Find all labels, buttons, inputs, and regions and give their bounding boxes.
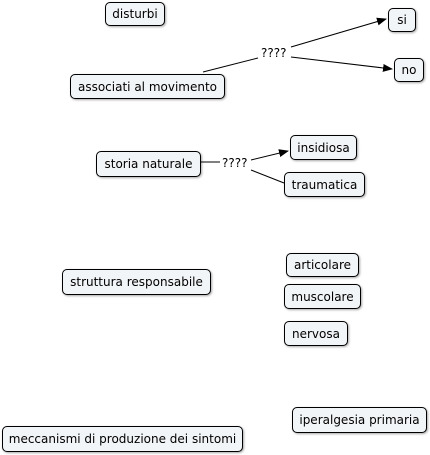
node-meccanismi-di-produzione[interactable]: meccanismi di produzione dei sintomi (2, 426, 243, 452)
node-muscolare[interactable]: muscolare (284, 284, 361, 309)
node-associati-al-movimento[interactable]: associati al movimento (70, 74, 225, 99)
node-storia-naturale[interactable]: storia naturale (96, 151, 201, 177)
node-articolare[interactable]: articolare (286, 253, 359, 277)
node-struttura-responsabile[interactable]: struttura responsabile (62, 269, 211, 295)
link-label-to-traumatica (250, 169, 285, 184)
node-traumatica[interactable]: traumatica (284, 172, 365, 197)
link-label-storia: ???? (220, 156, 250, 170)
node-no[interactable]: no (394, 58, 424, 82)
link-associati-to-label (202, 57, 259, 73)
node-si[interactable]: si (388, 8, 416, 32)
link-label-to-insidiosa (250, 149, 289, 161)
link-label-to-no (290, 56, 393, 72)
link-label-associati: ???? (259, 46, 289, 60)
link-label-to-si (290, 17, 387, 48)
node-disturbi[interactable]: disturbi (105, 2, 165, 26)
node-iperalgesia-primaria[interactable]: iperalgesia primaria (292, 407, 427, 433)
node-insidiosa[interactable]: insidiosa (290, 135, 357, 160)
node-nervosa[interactable]: nervosa (284, 321, 348, 346)
